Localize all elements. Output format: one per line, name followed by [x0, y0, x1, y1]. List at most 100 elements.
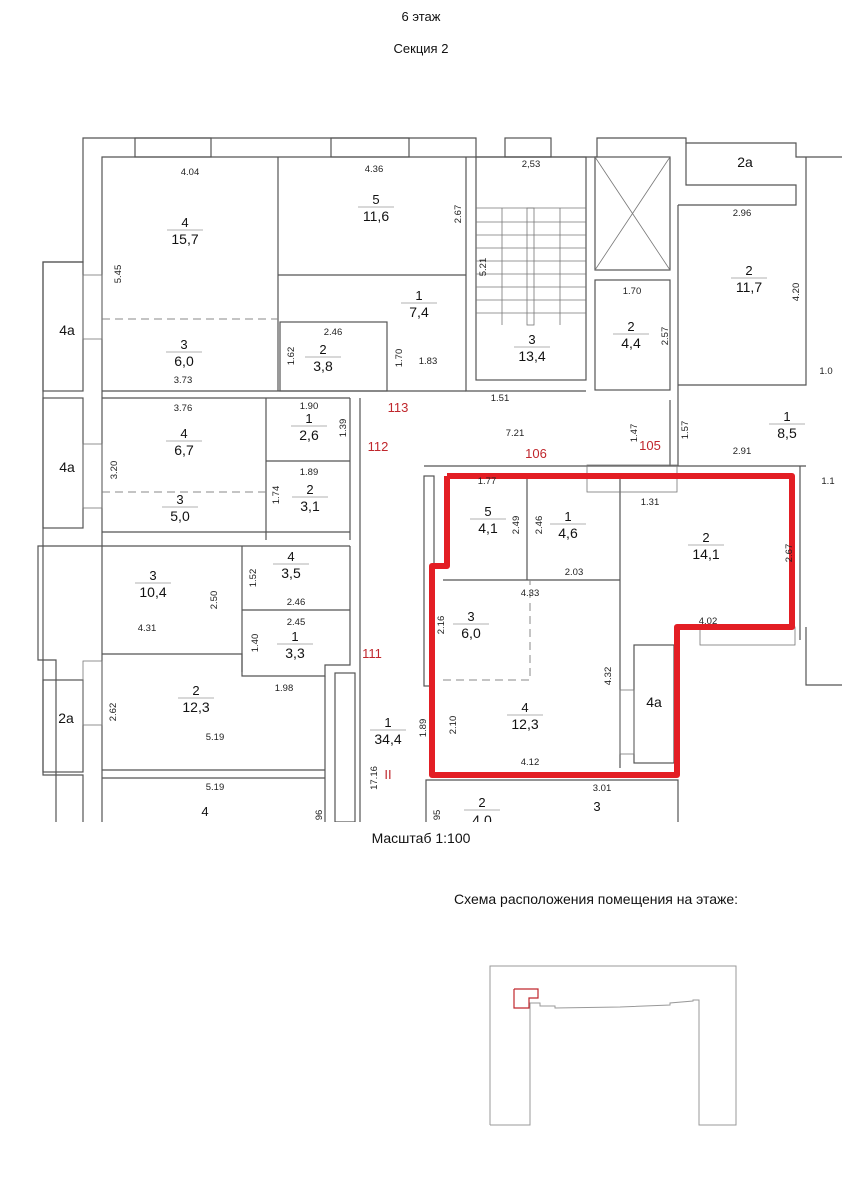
plan-label: 5.19 — [206, 782, 225, 793]
plan-line — [82, 443, 103, 509]
room-label: 23,8 — [305, 342, 341, 374]
plan-label: 1.77 — [478, 476, 497, 487]
room-label: 36,0 — [453, 609, 489, 641]
plan-label: 3 — [467, 609, 474, 624]
balcony-labels: 4а 4а 2а 2а 4а — [58, 154, 753, 726]
plan-label: 2,6 — [299, 427, 319, 443]
plan-label: 1.1 — [821, 476, 834, 487]
apartment-number: 111 — [362, 646, 382, 661]
plan-label: 1.70 — [394, 349, 405, 368]
plan-label: 3,3 — [285, 645, 305, 661]
plan-line — [678, 143, 797, 206]
room-label: 3 — [593, 799, 600, 814]
highlighted-apartment-outline[interactable] — [429, 473, 795, 778]
plan-label: 4 — [180, 426, 187, 441]
apartment-number: 113 — [388, 400, 409, 415]
plan-label: 5,0 — [170, 508, 190, 524]
room-labels: 415,7 511,6 17,4 36,0 23,8 46,7 12,6 35,… — [135, 192, 805, 822]
plan-label: 3.73 — [174, 375, 193, 386]
plan-label: 17.16 — [369, 766, 380, 790]
balcony-label: 4а — [646, 694, 662, 710]
plan-label: 1.31 — [641, 497, 660, 508]
room-label: 54,1 — [470, 504, 506, 536]
plan-line — [465, 157, 586, 392]
plan-label: 3,1 — [300, 498, 320, 514]
plan-label: 2.10 — [448, 716, 459, 735]
room-label: 415,7 — [167, 215, 203, 247]
plan-label: 1 — [291, 629, 298, 644]
plan-line — [134, 137, 212, 158]
plan-label: 12,3 — [182, 699, 209, 715]
room-label: 4 — [201, 804, 208, 819]
plan-label: 3 — [149, 568, 156, 583]
apartment-number: 112 — [368, 439, 389, 454]
room-label: 24,0 — [464, 795, 500, 822]
plan-label: 1 — [564, 509, 571, 524]
plan-line — [429, 473, 795, 778]
plan-label: 4 — [181, 215, 188, 230]
plan-label: 2.57 — [660, 327, 671, 346]
plan-label: 8,5 — [777, 425, 797, 441]
plan-label: 2 — [478, 795, 485, 810]
plan-line — [443, 580, 531, 681]
plan-label: 2 — [319, 342, 326, 357]
plan-label: 3 — [180, 337, 187, 352]
room-label: 18,5 — [769, 409, 805, 441]
room-label: 511,6 — [358, 192, 394, 224]
plan-label: 2 — [192, 683, 199, 698]
plan-line — [82, 274, 103, 340]
plan-line — [334, 672, 356, 822]
plan-label: 10,4 — [139, 584, 166, 600]
plan-label: 2.62 — [108, 703, 119, 722]
plan-label: 3 — [593, 799, 600, 814]
room-label: 412,3 — [507, 700, 543, 732]
plan-label: 1 — [783, 409, 790, 424]
plan-label: 1.70 — [623, 286, 642, 297]
plan-label: 3.20 — [109, 461, 120, 480]
plan-label: 1.39 — [338, 419, 349, 438]
plan-label: 1 — [305, 411, 312, 426]
plan-label: 4,6 — [558, 525, 578, 541]
room-label: 134,4 — [370, 715, 406, 747]
room-label: 12,6 — [291, 411, 327, 443]
floor-plan: 415,7 511,6 17,4 36,0 23,8 46,7 12,6 35,… — [37, 137, 842, 822]
plan-label: 7,4 — [409, 304, 429, 320]
plan-label: 2.50 — [209, 591, 220, 610]
plan-label: 5 — [372, 192, 379, 207]
plan-line — [526, 207, 535, 326]
plan-line — [330, 137, 410, 158]
plan-label: 12,3 — [511, 716, 538, 732]
plan-label: 2.96 — [733, 208, 752, 219]
plan-label: 1.62 — [286, 347, 297, 366]
plan-label: 4,0 — [472, 812, 492, 822]
balcony-label: 2а — [737, 154, 753, 170]
plan-label: 96 — [314, 810, 325, 821]
plan-label: 4.20 — [791, 283, 802, 302]
plan-label: 2 — [702, 530, 709, 545]
plan-label: 4.32 — [603, 667, 614, 686]
plan-label: 2.49 — [511, 516, 522, 535]
plan-label: 2.91 — [733, 446, 752, 457]
plan-label: 2.67 — [453, 205, 464, 224]
plan-label: 1.89 — [418, 719, 429, 738]
plan-label: 2.46 — [324, 327, 343, 338]
apartment-location-marker — [513, 988, 539, 1009]
plan-label: 4.12 — [521, 757, 540, 768]
room-label: 310,4 — [135, 568, 171, 600]
plan-label: 1.52 — [248, 569, 259, 588]
balcony-label: 2а — [58, 710, 74, 726]
plan-label: 2.45 — [287, 617, 306, 628]
room-label: 211,7 — [731, 263, 767, 295]
plan-line — [82, 660, 103, 726]
apartment-number: 105 — [639, 438, 661, 453]
room-label: 35,0 — [162, 492, 198, 524]
scale-label: Масштаб 1:100 — [371, 830, 471, 846]
plan-label: 3.76 — [174, 403, 193, 414]
plan-label: 6,7 — [174, 442, 194, 458]
plan-line — [594, 156, 671, 271]
plan-line — [594, 156, 671, 271]
plan-label: 4.04 — [181, 167, 200, 178]
plan-label: 3,8 — [313, 358, 333, 374]
plan-label: 2.03 — [565, 567, 584, 578]
plan-label: 2 — [627, 319, 634, 334]
